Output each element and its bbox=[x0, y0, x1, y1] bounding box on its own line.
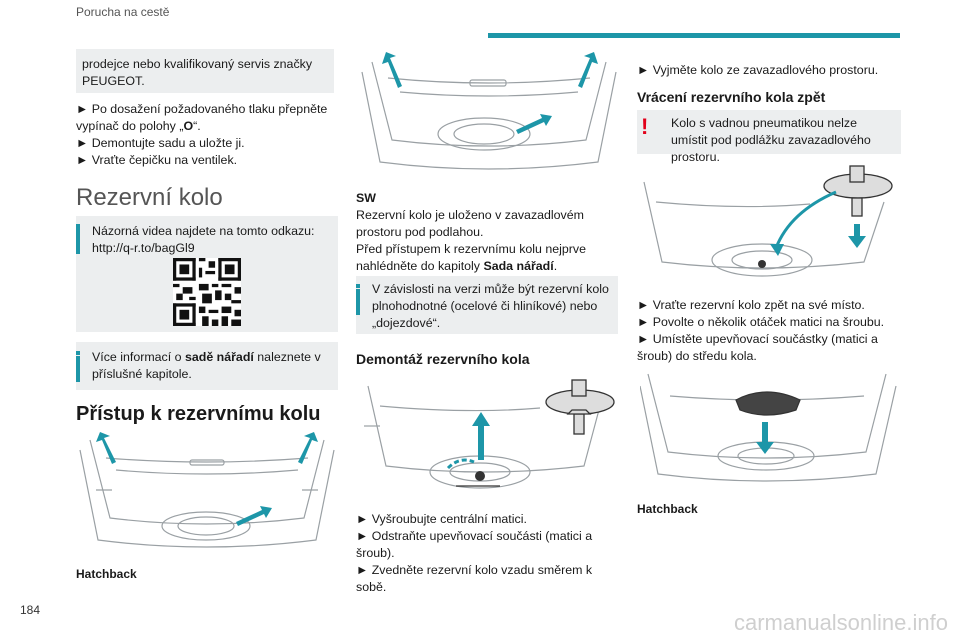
step-place-fasteners: ► Umístěte upevňovací součástky (matici … bbox=[637, 332, 878, 363]
step-loosen-nut: ► Povolte o několik otáček matici na šro… bbox=[637, 315, 885, 329]
header-accent-bar bbox=[488, 33, 900, 38]
info-box-version: V závislosti na verzi může být rezervní … bbox=[356, 276, 618, 334]
step-unscrew-nut: ► Vyšroubujte centrální matici. bbox=[356, 512, 527, 526]
heading-access-spare: Přístup k rezervnímu kolu bbox=[76, 403, 321, 425]
trunk-illustration-sw-icon bbox=[361, 52, 617, 170]
watermark: carmanualsonline.info bbox=[733, 610, 948, 635]
page-number: 184 bbox=[20, 603, 41, 617]
warning-text: Kolo s vadnou pneumatikou nelze umístit … bbox=[671, 116, 871, 164]
trunk-illustration-hatchback-icon bbox=[79, 432, 335, 548]
step-remove-kit: ► Demontujte sadu a uložte ji. bbox=[76, 136, 245, 150]
step-remove-fasteners: ► Odstraňte upevňovací součásti (matici … bbox=[356, 529, 593, 560]
info-bar bbox=[76, 228, 80, 254]
info-video-text: Názorná videa najdete na tomto odkazu: h… bbox=[92, 224, 315, 255]
warning-box: ! Kolo s vadnou pneumatikou nelze umísti… bbox=[637, 110, 901, 164]
info-box-toolkit: Více informací o sadě nářadí naleznete v… bbox=[76, 342, 338, 390]
caption-hatchback: Hatchback bbox=[76, 567, 137, 581]
step-lift-wheel: ► Zvedněte rezervní kolo vzadu směrem k … bbox=[356, 563, 593, 594]
qr-code-icon[interactable] bbox=[173, 258, 241, 326]
heading-removal: Demontáž rezervního kola bbox=[356, 351, 530, 367]
heading-return: Vrácení rezervního kola zpět bbox=[637, 89, 826, 105]
info-dot bbox=[356, 284, 360, 288]
info-bar bbox=[76, 356, 80, 382]
info-bar bbox=[356, 289, 360, 315]
paragraph-toolkit-ref: Před přístupem k rezervnímu kolu nejprve… bbox=[356, 242, 587, 273]
warning-icon: ! bbox=[641, 114, 649, 139]
info-version-text: V závislosti na verzi může být rezervní … bbox=[372, 282, 609, 330]
caption-hatchback-2: Hatchback bbox=[637, 502, 698, 516]
paragraph-switch: ► Po dosažení požadovaného tlaku přepnět… bbox=[76, 102, 328, 133]
info-box-video: Názorná videa najdete na tomto odkazu: h… bbox=[76, 216, 338, 332]
step-return-wheel: ► Vraťte rezervní kolo zpět na své místo… bbox=[637, 298, 865, 312]
info-dot bbox=[76, 351, 80, 355]
step-valve-cap: ► Vraťte čepičku na ventilek. bbox=[76, 153, 238, 167]
step-take-out-wheel: ► Vyjměte kolo ze zavazadlového prostoru… bbox=[637, 63, 879, 77]
info-toolkit-text: Více informací o sadě nářadí naleznete v… bbox=[92, 350, 321, 381]
label-sw: SW bbox=[356, 191, 376, 205]
note-text: prodejce nebo kvalifikovaný servis značk… bbox=[82, 57, 313, 88]
removal-illustration-icon bbox=[364, 379, 615, 489]
running-header: Porucha na cestě bbox=[76, 5, 170, 19]
fastening-illustration-icon bbox=[640, 373, 897, 482]
info-dot bbox=[76, 224, 80, 228]
heading-spare-wheel: Rezervní kolo bbox=[76, 184, 223, 211]
return-illustration-icon bbox=[643, 165, 893, 277]
note-box-top: prodejce nebo kvalifikovaný servis značk… bbox=[76, 49, 334, 93]
paragraph-spare-location: Rezervní kolo je uloženo v zavazadlovém … bbox=[356, 208, 584, 239]
